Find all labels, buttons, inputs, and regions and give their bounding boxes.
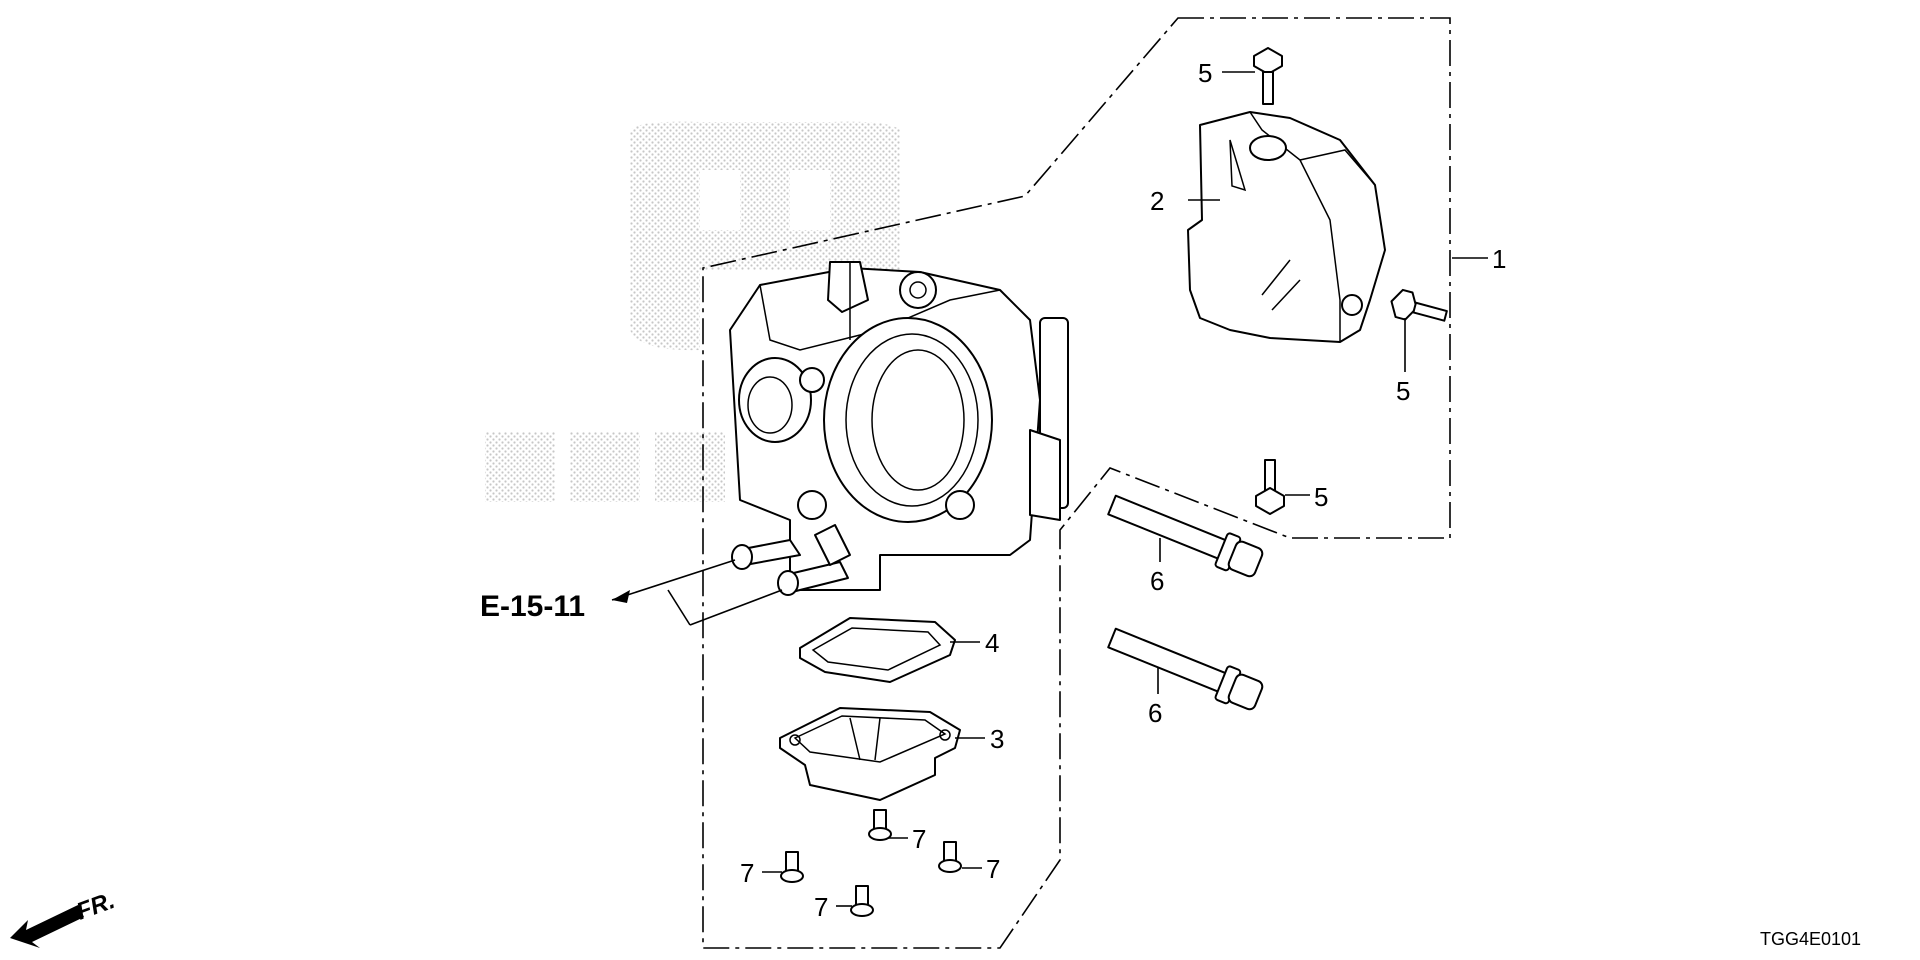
callout-4: 4: [985, 628, 999, 658]
callout-5-right: 5: [1396, 376, 1410, 406]
callout-6-top: 6: [1150, 566, 1164, 596]
callout-2: 2: [1150, 186, 1164, 216]
assembly-boundary-dashed: [702, 17, 1451, 949]
part-7-screws: [780, 809, 962, 917]
reference-link-e-15-11[interactable]: E-15-11: [480, 590, 585, 623]
part-5-screws: [1253, 47, 1448, 515]
diagram-code: TGG4E0101: [1760, 929, 1861, 949]
part-3-cover: [779, 707, 961, 801]
front-direction-label: FR.: [73, 887, 119, 926]
throttle-body: [729, 261, 1069, 596]
leader-lines: [611, 71, 1488, 907]
part-4-gasket: [799, 617, 956, 683]
part-6-bolts: [1107, 494, 1264, 711]
callout-5-bottom: 5: [1314, 482, 1328, 512]
callout-7-center: 7: [912, 824, 926, 854]
callout-1: 1: [1492, 244, 1506, 274]
front-arrow-icon: [10, 905, 84, 948]
front-direction-marker: FR.: [10, 887, 118, 948]
callout-3: 3: [990, 724, 1004, 754]
part-2-sensor-cover: [1187, 111, 1386, 343]
callout-7-right: 7: [986, 854, 1000, 884]
callout-7-bottom: 7: [814, 892, 828, 922]
callout-5-top: 5: [1198, 58, 1212, 88]
callout-7-left: 7: [740, 858, 754, 888]
callout-6-bottom: 6: [1148, 698, 1162, 728]
